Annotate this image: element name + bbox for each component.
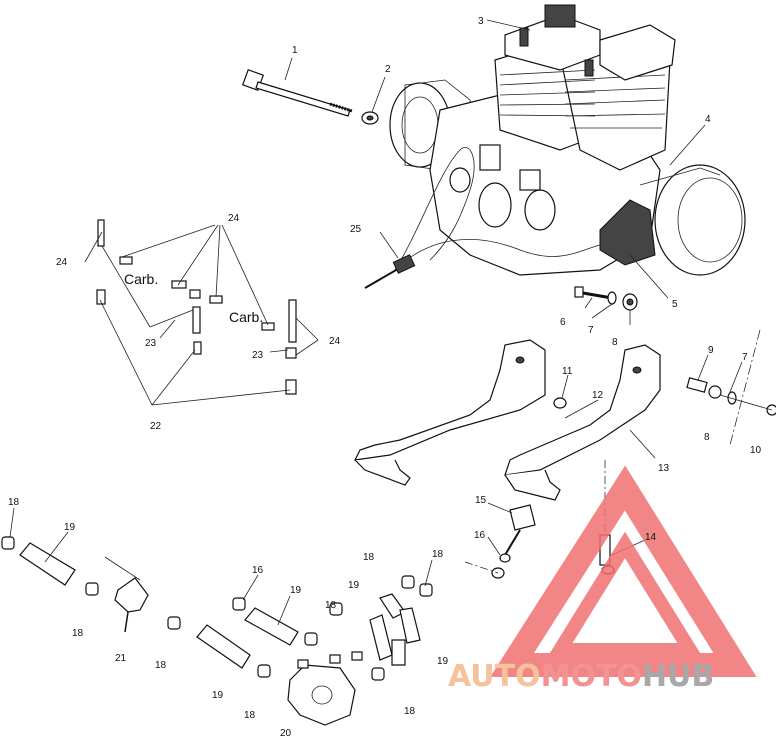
callout-9: 9 xyxy=(708,345,714,356)
engine-bolt xyxy=(241,68,353,117)
callout-18-g: 18 xyxy=(404,706,416,717)
callout-20: 20 xyxy=(280,728,292,739)
callout-18-b: 18 xyxy=(72,628,84,639)
callout-3: 3 xyxy=(478,16,484,27)
callout-21: 21 xyxy=(115,653,127,664)
callout-25: 25 xyxy=(350,224,362,235)
callout-19-e: 19 xyxy=(437,656,449,667)
watermark-logo: AUTOMOTOHUB xyxy=(448,465,757,694)
callout-18-h: 18 xyxy=(363,552,375,563)
callout-18-c: 18 xyxy=(155,660,167,671)
callout-22: 22 xyxy=(150,421,162,432)
washer xyxy=(361,111,379,125)
fuel-line-schematic xyxy=(84,219,319,406)
watermark-moto: MOTO xyxy=(541,659,642,694)
watermark-auto: AUTO xyxy=(448,659,541,694)
hose-clamp-group xyxy=(1,536,433,726)
callout-19-c: 19 xyxy=(212,690,224,701)
callout-19-b: 19 xyxy=(290,585,302,596)
callout-24-top: 24 xyxy=(228,213,240,224)
carb-label-1: Carb. xyxy=(124,271,158,287)
callout-13: 13 xyxy=(658,463,670,474)
callout-4: 4 xyxy=(705,114,711,125)
callout-15: 15 xyxy=(475,495,487,506)
carb-label-2: Carb. xyxy=(229,309,263,325)
callout-numbers: 1 2 3 4 5 6 7 7 8 8 9 10 11 12 13 14 15 … xyxy=(8,16,762,739)
callout-24-right: 24 xyxy=(329,336,341,347)
callout-16-center: 16 xyxy=(474,530,486,541)
callout-18-e: 18 xyxy=(325,600,337,611)
mount-hardware-right xyxy=(686,329,776,446)
callout-18-f: 18 xyxy=(432,549,444,560)
callout-8-right: 8 xyxy=(704,432,710,443)
callout-12: 12 xyxy=(592,390,604,401)
callout-10: 10 xyxy=(750,445,762,456)
engine-assembly xyxy=(364,4,746,289)
callout-2: 2 xyxy=(385,64,391,75)
callout-7-right: 7 xyxy=(742,352,748,363)
callout-23-left: 23 xyxy=(145,338,157,349)
callout-5: 5 xyxy=(672,299,678,310)
callout-18-d: 18 xyxy=(244,710,256,721)
callout-19-d: 19 xyxy=(348,580,360,591)
callout-1: 1 xyxy=(292,45,298,56)
callout-14: 14 xyxy=(645,532,657,543)
callout-6: 6 xyxy=(560,317,566,328)
mount-bolt-hardware xyxy=(574,286,638,311)
callout-11: 11 xyxy=(562,366,573,377)
watermark-hub: HUB xyxy=(642,659,714,694)
callout-24-left: 24 xyxy=(56,257,68,268)
callout-23-right: 23 xyxy=(252,350,264,361)
callout-19-a: 19 xyxy=(64,522,76,533)
watermark-text: AUTOMOTOHUB xyxy=(448,659,714,694)
callout-16-lower: 16 xyxy=(252,565,264,576)
engine-mount-brackets xyxy=(353,339,661,501)
callout-7-upper: 7 xyxy=(588,325,594,336)
callout-18-a: 18 xyxy=(8,497,20,508)
callout-8-upper: 8 xyxy=(612,337,618,348)
